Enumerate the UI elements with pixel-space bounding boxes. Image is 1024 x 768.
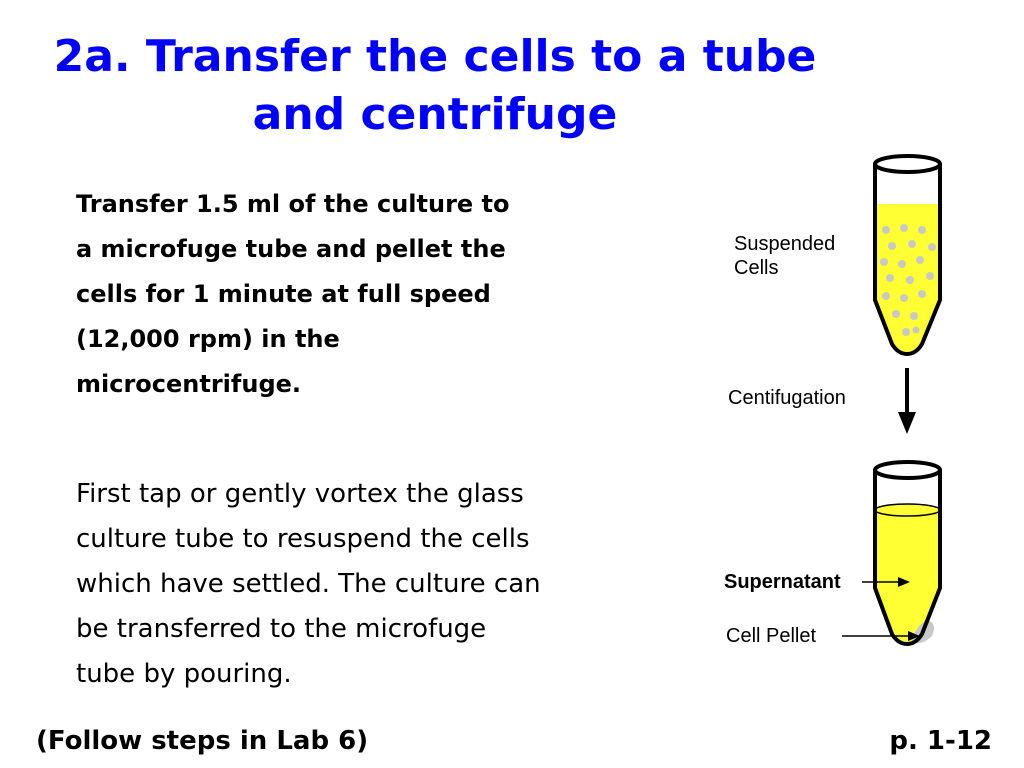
paragraph2-line: be transferred to the microfuge: [76, 614, 487, 644]
footer-lab-reference: (Follow steps in Lab 6): [36, 726, 369, 756]
tube-rim-bottom: [873, 460, 942, 480]
title-line-1: 2a. Transfer the cells to a tube: [53, 31, 817, 82]
paragraph1-line: (12,000 rpm) in the: [76, 325, 340, 353]
page-number: p. 1-12: [889, 726, 992, 756]
label-supernatant: Supernatant: [724, 571, 841, 593]
paragraph2-line: which have settled. The culture can: [76, 569, 541, 599]
title-line-2: and centrifuge: [252, 89, 618, 140]
paragraph1-line: a microfuge tube and pellet the: [76, 235, 506, 263]
label-centrifugation: Centifugation: [728, 387, 846, 409]
tube-rim-top: [873, 154, 942, 174]
note-paragraph: First tap or gently vortex the glass cul…: [76, 472, 656, 697]
supernatant-liquid: [875, 510, 940, 644]
label-suspended-cells: Suspended Cells: [734, 232, 835, 280]
paragraph1-line: cells for 1 minute at full speed: [76, 280, 491, 308]
label-cell-pellet: Cell Pellet: [726, 625, 817, 647]
liquid-surface: [874, 503, 941, 517]
down-arrow-icon: [898, 368, 916, 434]
pellet-pointer: [842, 631, 920, 641]
paragraph2-line: First tap or gently vortex the glass: [76, 479, 524, 509]
label-suspended-line-2: Cells: [734, 257, 779, 279]
centrifuge-diagram: Suspended Cells Centifugation Supernatan…: [700, 150, 1000, 670]
tube-before-centrifuge: [873, 154, 942, 357]
instruction-paragraph: Transfer 1.5 ml of the culture to a micr…: [76, 182, 656, 407]
tube-outline-top: [873, 164, 942, 357]
tube-after-centrifuge: [873, 460, 942, 647]
paragraph2-line: tube by pouring.: [76, 659, 292, 689]
paragraph1-line: microcentrifuge.: [76, 370, 302, 398]
supernatant-pointer: [862, 577, 910, 587]
label-suspended-line-1: Suspended: [734, 233, 836, 255]
centrifuge-diagram-svg: [842, 154, 942, 647]
paragraph2-line: culture tube to resuspend the cells: [76, 524, 530, 554]
suspended-cells: [880, 224, 936, 336]
paragraph1-line: Transfer 1.5 ml of the culture to: [76, 190, 510, 218]
slide-title: 2a. Transfer the cells to a tube and cen…: [0, 28, 870, 144]
